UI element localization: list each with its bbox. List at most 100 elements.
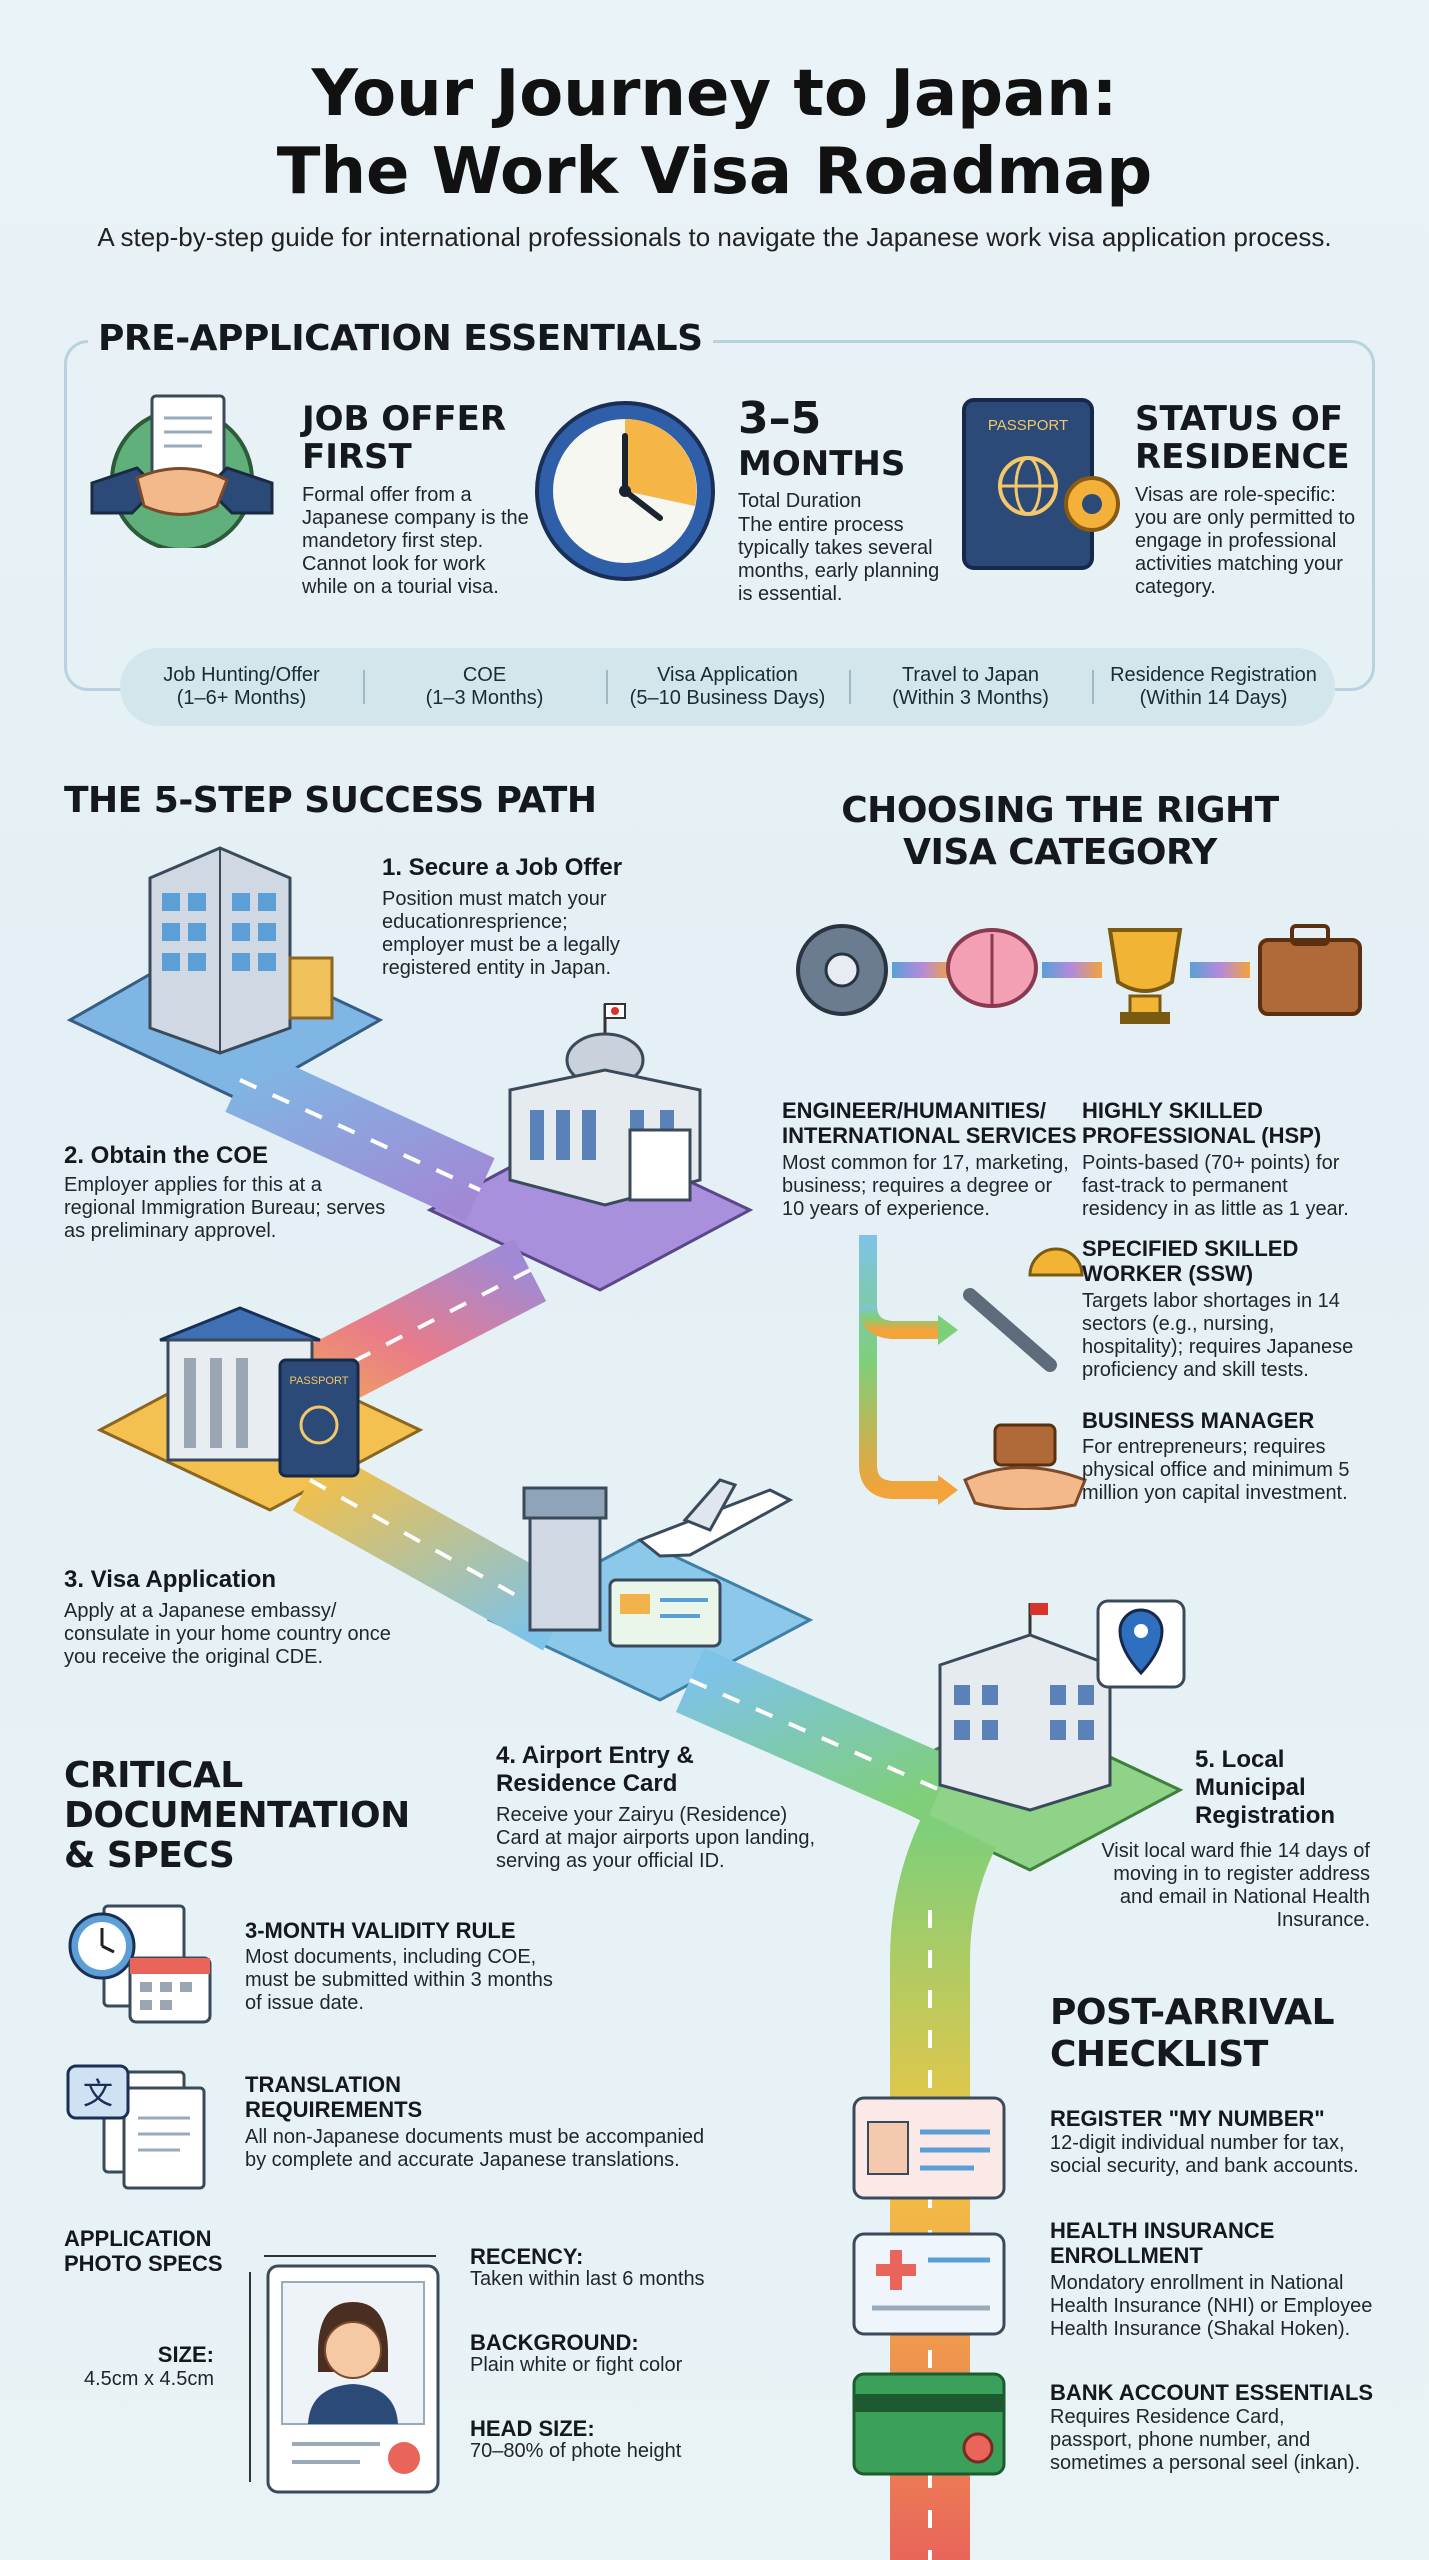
timeline-label: Residence Registration (1110, 664, 1317, 686)
photo-spec-recency-value: Taken within last 6 months (470, 2268, 705, 2290)
timeline-segment: Travel to Japan(Within 3 Months) (849, 664, 1092, 710)
photo-size-value: 4.5cm x 4.5cm (83, 2368, 214, 2390)
card-duration-text: The entire process typically takes sever… (738, 514, 940, 605)
timeline-duration: (5–10 Business Days) (629, 687, 826, 709)
docs-item-2-title-1: TRANSLATION (245, 2072, 402, 2097)
visa-heading: CHOOSING THE RIGHT VISA CATEGORY (830, 790, 1290, 874)
visa-cat-3-title: SPECIFIED SKILLED WORKER (SSW) (1082, 1236, 1298, 1286)
photo-specs-heading: APPLICATION PHOTO SPECS (64, 2226, 223, 2276)
visa-cat-2-text: Points-based (70+ points) for fast-track… (1082, 1152, 1349, 1220)
card-duration-title-1: 3–5 (738, 393, 822, 444)
embassy-passport-icon: PASSPORT (159, 1306, 360, 1478)
post-heading: POST-ARRIVAL CHECKLIST (1050, 1992, 1335, 2076)
photo-spec-head-label: HEAD SIZE: (470, 2416, 595, 2441)
embassy-passport-label: PASSPORT (290, 1375, 349, 1387)
step-3-text: Apply at a Japanese embassy/ consulate i… (64, 1600, 391, 1668)
person-avatar-icon (308, 2302, 398, 2424)
post-item-3-text: Requires Residence Card, passport, phone… (1050, 2406, 1361, 2474)
timeline-label: COE (462, 664, 507, 686)
step-4-title: 4. Airport Entry & Residence Card (496, 1742, 694, 1797)
step-5-title-1: 5. Local (1195, 1746, 1285, 1773)
card-duration-title: 3–5 MONTHS (738, 397, 906, 485)
step-3-title: 3. Visa Application (64, 1566, 277, 1593)
brain-icon (946, 928, 1038, 1008)
post-item-2-title: HEALTH INSURANCE ENROLLMENT (1050, 2218, 1274, 2268)
visa-cat-1-title-1: ENGINEER/HUMANITIES/ (782, 1098, 1047, 1123)
immigration-bureau-icon (508, 1003, 702, 1207)
card-status-title-1: STATUS OF (1135, 399, 1343, 439)
docs-heading-3: & SPECS (64, 1835, 235, 1876)
timeline-segment: Residence Registration(Within 14 Days) (1092, 664, 1335, 710)
photo-spec-head-value: 70–80% of phote height (470, 2440, 682, 2462)
step-2-text: Employer applies for this at a regional … (64, 1174, 386, 1242)
visa-cat-3-title-2: WORKER (SSW) (1082, 1261, 1254, 1286)
docs-item-1-text: Most documents, including COE, must be s… (245, 1946, 553, 2014)
visa-cat-3-title-1: SPECIFIED SKILLED (1082, 1236, 1299, 1261)
title-line-2: The Work Visa Roadmap (276, 135, 1153, 209)
post-item-1-title: REGISTER "MY NUMBER" (1050, 2106, 1325, 2131)
timeline-duration: (1–6+ Months) (176, 687, 307, 709)
translation-glyph: 文 (83, 2077, 113, 2112)
card-status-title-2: RESIDENCE (1135, 437, 1350, 477)
post-heading-1: POST-ARRIVAL (1050, 1992, 1335, 2033)
step-4-text: Receive your Zairyu (Residence) Card at … (496, 1804, 816, 1872)
post-item-2-text: Mondatory enrollment in National Health … (1050, 2272, 1373, 2340)
card-duration-subhead: Total Duration (738, 490, 862, 512)
docs-item-1-title: 3-MONTH VALIDITY RULE (245, 1918, 516, 1943)
passport-photo-diagram (249, 2255, 440, 2494)
card-job-offer-title-2: FIRST (302, 437, 412, 477)
wrench-hardhat-icon (963, 1247, 1084, 1372)
id-card-icon (852, 2096, 1006, 2200)
briefcase-icon (1258, 924, 1362, 1016)
page-subtitle: A step-by-step guide for international p… (97, 222, 1332, 252)
translation-documents-icon: 文 (66, 2064, 206, 2190)
post-item-2-title-2: ENROLLMENT (1050, 2243, 1203, 2268)
airport-plane-icon (522, 1478, 794, 1648)
steps-heading: THE 5-STEP SUCCESS PATH (64, 780, 597, 821)
clock-calendar-icon (68, 1904, 212, 2024)
docs-heading: CRITICAL DOCUMENTATION & SPECS (64, 1756, 410, 1876)
visa-cat-1-text: Most common for 17, marketing, business;… (782, 1152, 1069, 1220)
step-5-title-2: Municipal (1195, 1774, 1306, 1801)
visa-heading-2: VISA CATEGORY (903, 832, 1217, 873)
visa-cat-3-text: Targets labor shortages in 14 sectors (e… (1082, 1290, 1354, 1381)
card-status-text: Visas are role-specific: you are only pe… (1135, 484, 1356, 598)
step-5-text: Visit local ward fhie 14 days of moving … (1101, 1840, 1370, 1931)
docs-item-2-text: All non-Japanese documents must be accom… (245, 2126, 705, 2171)
step-1-title: 1. Secure a Job Offer (382, 854, 623, 881)
card-job-offer-text: Formal offer from a Japanese company is … (302, 484, 529, 598)
timeline-duration: (Within 14 Days) (1139, 687, 1288, 709)
office-building-icon (148, 846, 334, 1055)
trophy-icon (1107, 928, 1183, 1024)
bank-card-icon (852, 2372, 1006, 2476)
visa-cat-4-title: BUSINESS MANAGER (1082, 1408, 1315, 1433)
visa-cat-2-title-1: HIGHLY SKILLED (1082, 1098, 1263, 1123)
handshake-document-icon (90, 394, 274, 548)
timeline-label: Job Hunting/Offer (163, 664, 320, 686)
post-item-3-title: BANK ACCOUNT ESSENTIALS (1050, 2380, 1374, 2405)
docs-item-2-title: TRANSLATION REQUIREMENTS (245, 2072, 422, 2122)
timeline-label: Travel to Japan (901, 664, 1040, 686)
page-title: Your Journey to Japan: The Work Visa Roa… (0, 55, 1429, 211)
docs-item-2-title-2: REQUIREMENTS (245, 2097, 423, 2122)
pre-application-heading: PRE-APPLICATION ESSENTIALS (88, 318, 713, 359)
visa-cat-1-title-2: INTERNATIONAL SERVICES (782, 1123, 1077, 1148)
visa-cat-1-title: ENGINEER/HUMANITIES/ INTERNATIONAL SERVI… (782, 1098, 1077, 1148)
step-1-text: Position must match your educationrespri… (382, 888, 620, 979)
gear-icon (796, 924, 888, 1016)
timeline-segment: Job Hunting/Offer(1–6+ Months) (120, 664, 363, 710)
passport-gear-icon: PASSPORT (962, 398, 1120, 570)
process-timeline: Job Hunting/Offer(1–6+ Months) COE(1–3 M… (120, 648, 1335, 726)
step-5-title-3: Registration (1195, 1802, 1336, 1829)
step-5-title: 5. Local Municipal Registration (1195, 1746, 1335, 1830)
health-insurance-card-icon (852, 2232, 1006, 2336)
clock-icon (535, 401, 715, 581)
photo-size-label: SIZE: (157, 2342, 214, 2367)
visa-icons-row (796, 924, 1362, 1024)
post-item-1-text: 12-digit individual number for tax, soci… (1050, 2132, 1359, 2177)
card-duration-title-2: MONTHS (738, 444, 906, 484)
timeline-duration: (1–3 Months) (425, 687, 544, 709)
visa-heading-1: CHOOSING THE RIGHT (841, 790, 1279, 831)
handshake-briefcase-icon (963, 1423, 1087, 1510)
photo-specs-heading-2: PHOTO SPECS (64, 2251, 223, 2276)
